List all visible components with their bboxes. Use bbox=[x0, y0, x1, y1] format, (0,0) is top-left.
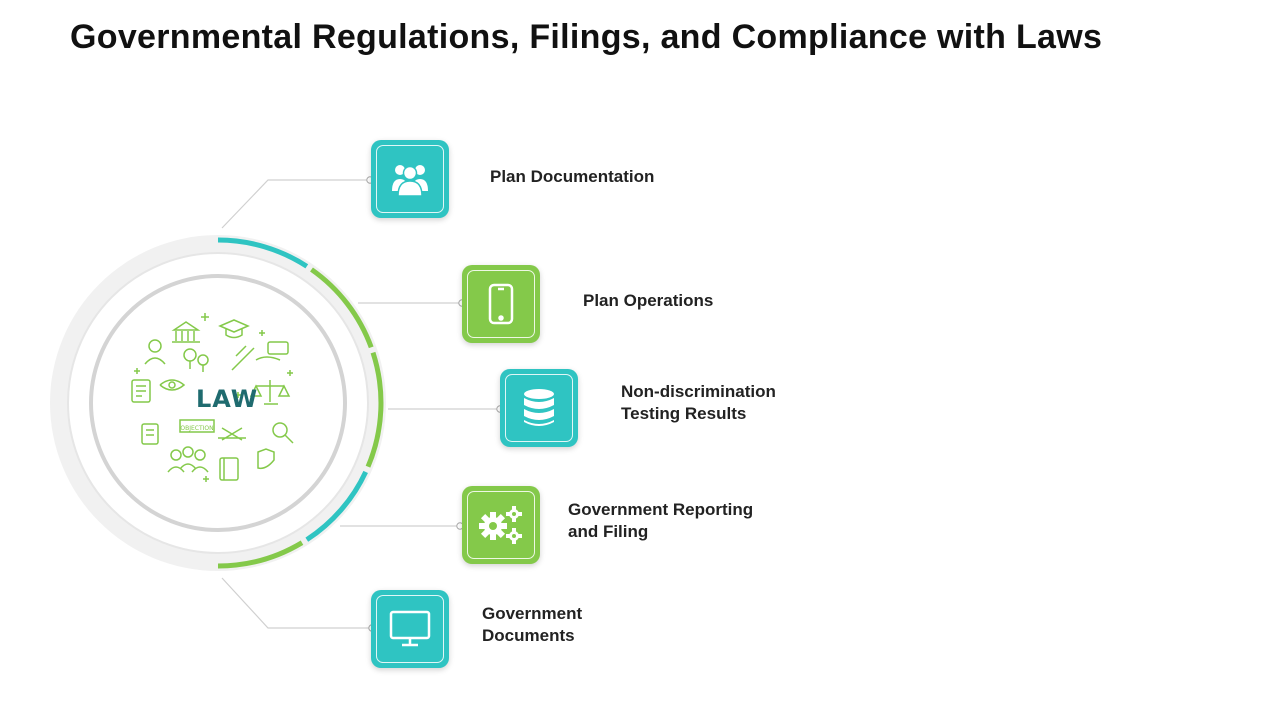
plan-documentation-tile[interactable] bbox=[371, 140, 449, 218]
arc-green-bottom bbox=[217, 540, 304, 569]
progress-arc bbox=[217, 237, 384, 569]
smartphone-icon bbox=[467, 270, 535, 338]
non-discrimination-label: Non-discrimination Testing Results bbox=[621, 382, 776, 423]
plan-documentation-label: Plan Documentation bbox=[490, 167, 655, 186]
page-title: Governmental Regulations, Filings, and C… bbox=[70, 18, 1103, 56]
arc-teal-bottom bbox=[305, 470, 368, 542]
government-documents-label: Government Documents bbox=[482, 604, 583, 645]
people-icon bbox=[376, 145, 444, 213]
government-reporting-tile[interactable] bbox=[462, 486, 540, 564]
connector-5 bbox=[221, 577, 372, 629]
connector-1 bbox=[221, 179, 370, 229]
law-sub-text: OBJECTION bbox=[180, 425, 213, 432]
government-documents-tile[interactable] bbox=[371, 590, 449, 668]
law-illustration-icon bbox=[131, 313, 294, 482]
non-discrimination-tile[interactable] bbox=[500, 369, 578, 447]
government-reporting-label: Government Reporting and Filing bbox=[568, 500, 754, 541]
arc-teal-top bbox=[217, 237, 309, 269]
gears-icon bbox=[467, 491, 535, 559]
connector-lines bbox=[221, 179, 500, 629]
law-text: LAW bbox=[196, 385, 259, 413]
database-icon bbox=[505, 374, 573, 442]
plan-operations-label: Plan Operations bbox=[583, 291, 714, 310]
arc-green-mid bbox=[365, 351, 384, 468]
arc-green-top bbox=[310, 267, 374, 349]
monitor-icon bbox=[376, 595, 444, 663]
plan-operations-tile[interactable] bbox=[462, 265, 540, 343]
